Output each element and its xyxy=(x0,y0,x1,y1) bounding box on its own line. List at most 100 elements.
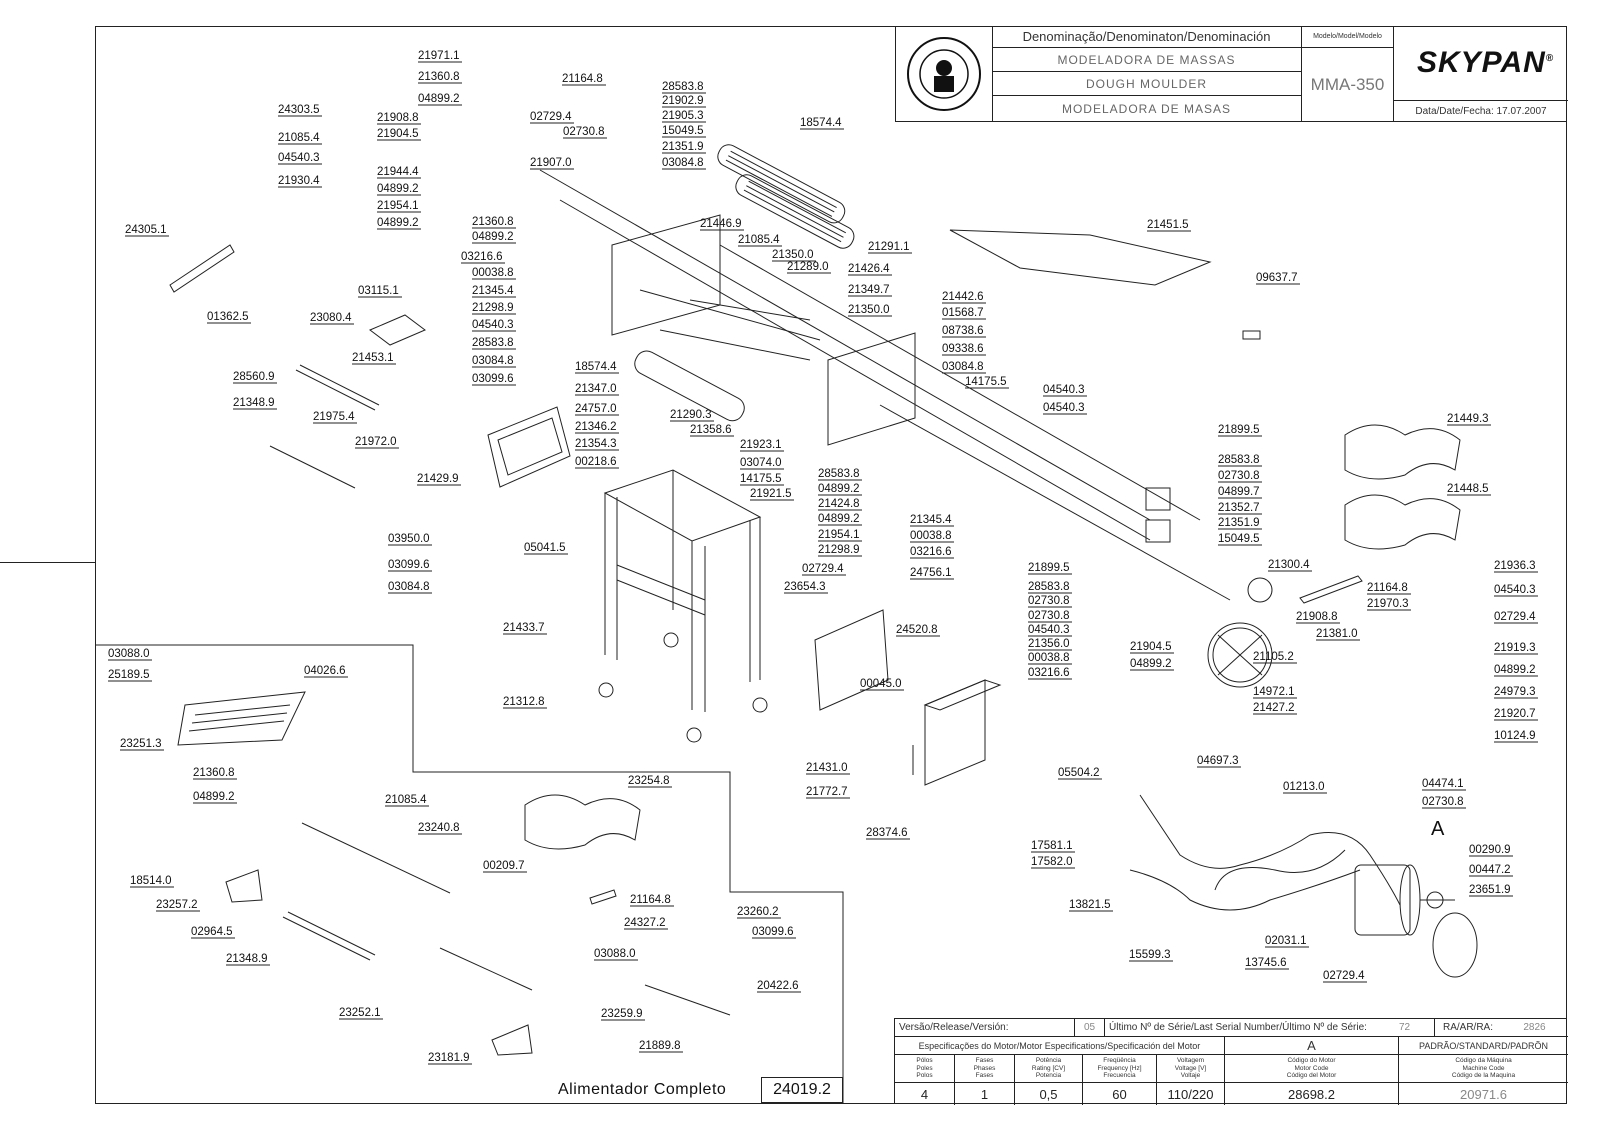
part-label-03074.0: 03074.0 xyxy=(740,457,782,469)
part-label-18574.4: 18574.4 xyxy=(800,117,842,129)
part-label-21904.5: 21904.5 xyxy=(1130,641,1172,653)
feeder-title: Alimentador Completo xyxy=(558,1081,727,1098)
standard-label: PADRÃO/STANDARD/PADRÕN xyxy=(1399,1037,1568,1055)
feeder-roller-21348 xyxy=(282,916,371,961)
part-label-21351.9: 21351.9 xyxy=(662,141,704,153)
part-label-21426.4: 21426.4 xyxy=(848,263,890,275)
part-label-23654.3: 23654.3 xyxy=(784,581,826,593)
part-label-03084.8: 03084.8 xyxy=(472,355,514,367)
part-label-21429.9: 21429.9 xyxy=(417,473,459,485)
part-label-02730.8: 02730.8 xyxy=(1028,610,1070,622)
part-label-04899.2: 04899.2 xyxy=(193,791,235,803)
part-label-28583.8: 28583.8 xyxy=(472,337,514,349)
part-label-21298.9: 21298.9 xyxy=(472,302,514,314)
part-label-04540.3: 04540.3 xyxy=(1028,624,1070,636)
part-label-21954.1: 21954.1 xyxy=(377,200,419,212)
tray-21451 xyxy=(949,229,1212,286)
stand-21433 xyxy=(598,469,768,743)
part-label-03084.8: 03084.8 xyxy=(662,157,704,169)
cable-harness xyxy=(1139,794,1401,906)
roller-21348 xyxy=(295,369,376,411)
part-label-21970.3: 21970.3 xyxy=(1367,598,1409,610)
part-label-21451.5: 21451.5 xyxy=(1147,219,1189,231)
part-label-14175.5: 14175.5 xyxy=(740,473,782,485)
part-label-21448.5: 21448.5 xyxy=(1447,483,1489,495)
part-label-21346.2: 21346.2 xyxy=(575,421,617,433)
part-label-04899.2: 04899.2 xyxy=(1130,658,1172,670)
part-label-04697.3: 04697.3 xyxy=(1197,755,1239,767)
part-label-21348.9: 21348.9 xyxy=(233,397,275,409)
part-label-20422.6: 20422.6 xyxy=(757,980,799,992)
ra-label: RA/AR/RA: xyxy=(1435,1019,1501,1037)
roller-lower xyxy=(735,174,855,249)
part-label-02729.4: 02729.4 xyxy=(530,111,572,123)
spec-value-6: 20971.6 xyxy=(1460,1086,1507,1102)
feeder-boundary xyxy=(95,644,844,1104)
part-label-21904.5: 21904.5 xyxy=(377,128,419,140)
name-pt: MODELADORA DE MASSAS xyxy=(992,48,1302,72)
part-label-01213.0: 01213.0 xyxy=(1283,781,1325,793)
part-label-23080.4: 23080.4 xyxy=(310,312,352,324)
rod-a xyxy=(639,289,821,341)
part-label-21944.4: 21944.4 xyxy=(377,166,419,178)
part-label-03099.6: 03099.6 xyxy=(472,373,514,385)
foam-pad-21449 xyxy=(1344,424,1461,480)
model-header: Modelo/Model/Modelo xyxy=(1302,26,1394,48)
spec-header-2: Potência Rating [CV] Potencia xyxy=(1015,1055,1083,1083)
date-label: Data/Date/Fecha: xyxy=(1415,106,1494,117)
part-label-21356.0: 21356.0 xyxy=(1028,638,1070,650)
part-label-04540.3: 04540.3 xyxy=(1494,584,1536,596)
part-label-21453.1: 21453.1 xyxy=(352,352,394,364)
part-label-04899.2: 04899.2 xyxy=(1494,664,1536,676)
part-label-21381.0: 21381.0 xyxy=(1316,628,1358,640)
part-label-00290.9: 00290.9 xyxy=(1469,844,1511,856)
serial-label: Último Nº de Série/Last Serial Number/Úl… xyxy=(1105,1019,1455,1037)
part-label-21350.0: 21350.0 xyxy=(848,304,890,316)
motor-28698 xyxy=(1354,864,1478,978)
drawing-frame xyxy=(95,26,1567,1104)
part-label-02730.8: 02730.8 xyxy=(563,126,605,138)
part-label-24327.2: 24327.2 xyxy=(624,917,666,929)
rod-c xyxy=(689,299,811,321)
pulley-21300 xyxy=(1247,577,1273,603)
spec-value-5: 28698.2 xyxy=(1225,1083,1399,1105)
version-value: 05 xyxy=(1075,1019,1105,1037)
part-label-21908.8: 21908.8 xyxy=(1296,611,1338,623)
part-label-21312.8: 21312.8 xyxy=(503,696,545,708)
part-label-03950.0: 03950.0 xyxy=(388,533,430,545)
part-label-21424.8: 21424.8 xyxy=(818,498,860,510)
part-09637 xyxy=(1242,330,1261,340)
part-label-24757.0: 24757.0 xyxy=(575,403,617,415)
name-es: MODELADORA DE MASAS xyxy=(992,96,1302,122)
part-label-18514.0: 18514.0 xyxy=(130,875,172,887)
spec-value-4: 110/220 xyxy=(1157,1083,1225,1105)
ra-value: 2826 xyxy=(1501,1019,1568,1037)
callout-a: A xyxy=(1431,818,1445,840)
part-label-04899.2: 04899.2 xyxy=(377,217,419,229)
edge-line xyxy=(0,562,95,563)
part-label-21360.8: 21360.8 xyxy=(193,767,235,779)
part-label-24756.1: 24756.1 xyxy=(910,567,952,579)
spec-header-1: Fases Phases Fases xyxy=(955,1055,1015,1083)
shaft-2 xyxy=(559,199,1151,541)
pulley-21427 xyxy=(1207,622,1273,688)
name-en: DOUGH MOULDER xyxy=(992,72,1302,96)
spec-value-3: 60 xyxy=(1083,1083,1157,1105)
part-label-09338.6: 09338.6 xyxy=(942,343,984,355)
cover-24520 xyxy=(814,609,889,711)
part-label-04899.2: 04899.2 xyxy=(818,483,860,495)
part-label-02730.8: 02730.8 xyxy=(1422,796,1464,808)
part-label-03216.6: 03216.6 xyxy=(461,251,503,263)
part-label-25189.5: 25189.5 xyxy=(108,669,150,681)
model-value: MMA-350 xyxy=(1302,48,1394,122)
part-label-17581.1: 17581.1 xyxy=(1031,840,1073,852)
part-label-21907.0: 21907.0 xyxy=(530,157,572,169)
left-side-plate xyxy=(611,214,721,336)
part-label-02730.8: 02730.8 xyxy=(1218,470,1260,482)
part-label-21360.8: 21360.8 xyxy=(472,216,514,228)
part-label-02730.8: 02730.8 xyxy=(1028,595,1070,607)
part-label-03216.6: 03216.6 xyxy=(910,546,952,558)
seal-icon xyxy=(907,37,981,111)
part-label-04899.2: 04899.2 xyxy=(377,183,419,195)
